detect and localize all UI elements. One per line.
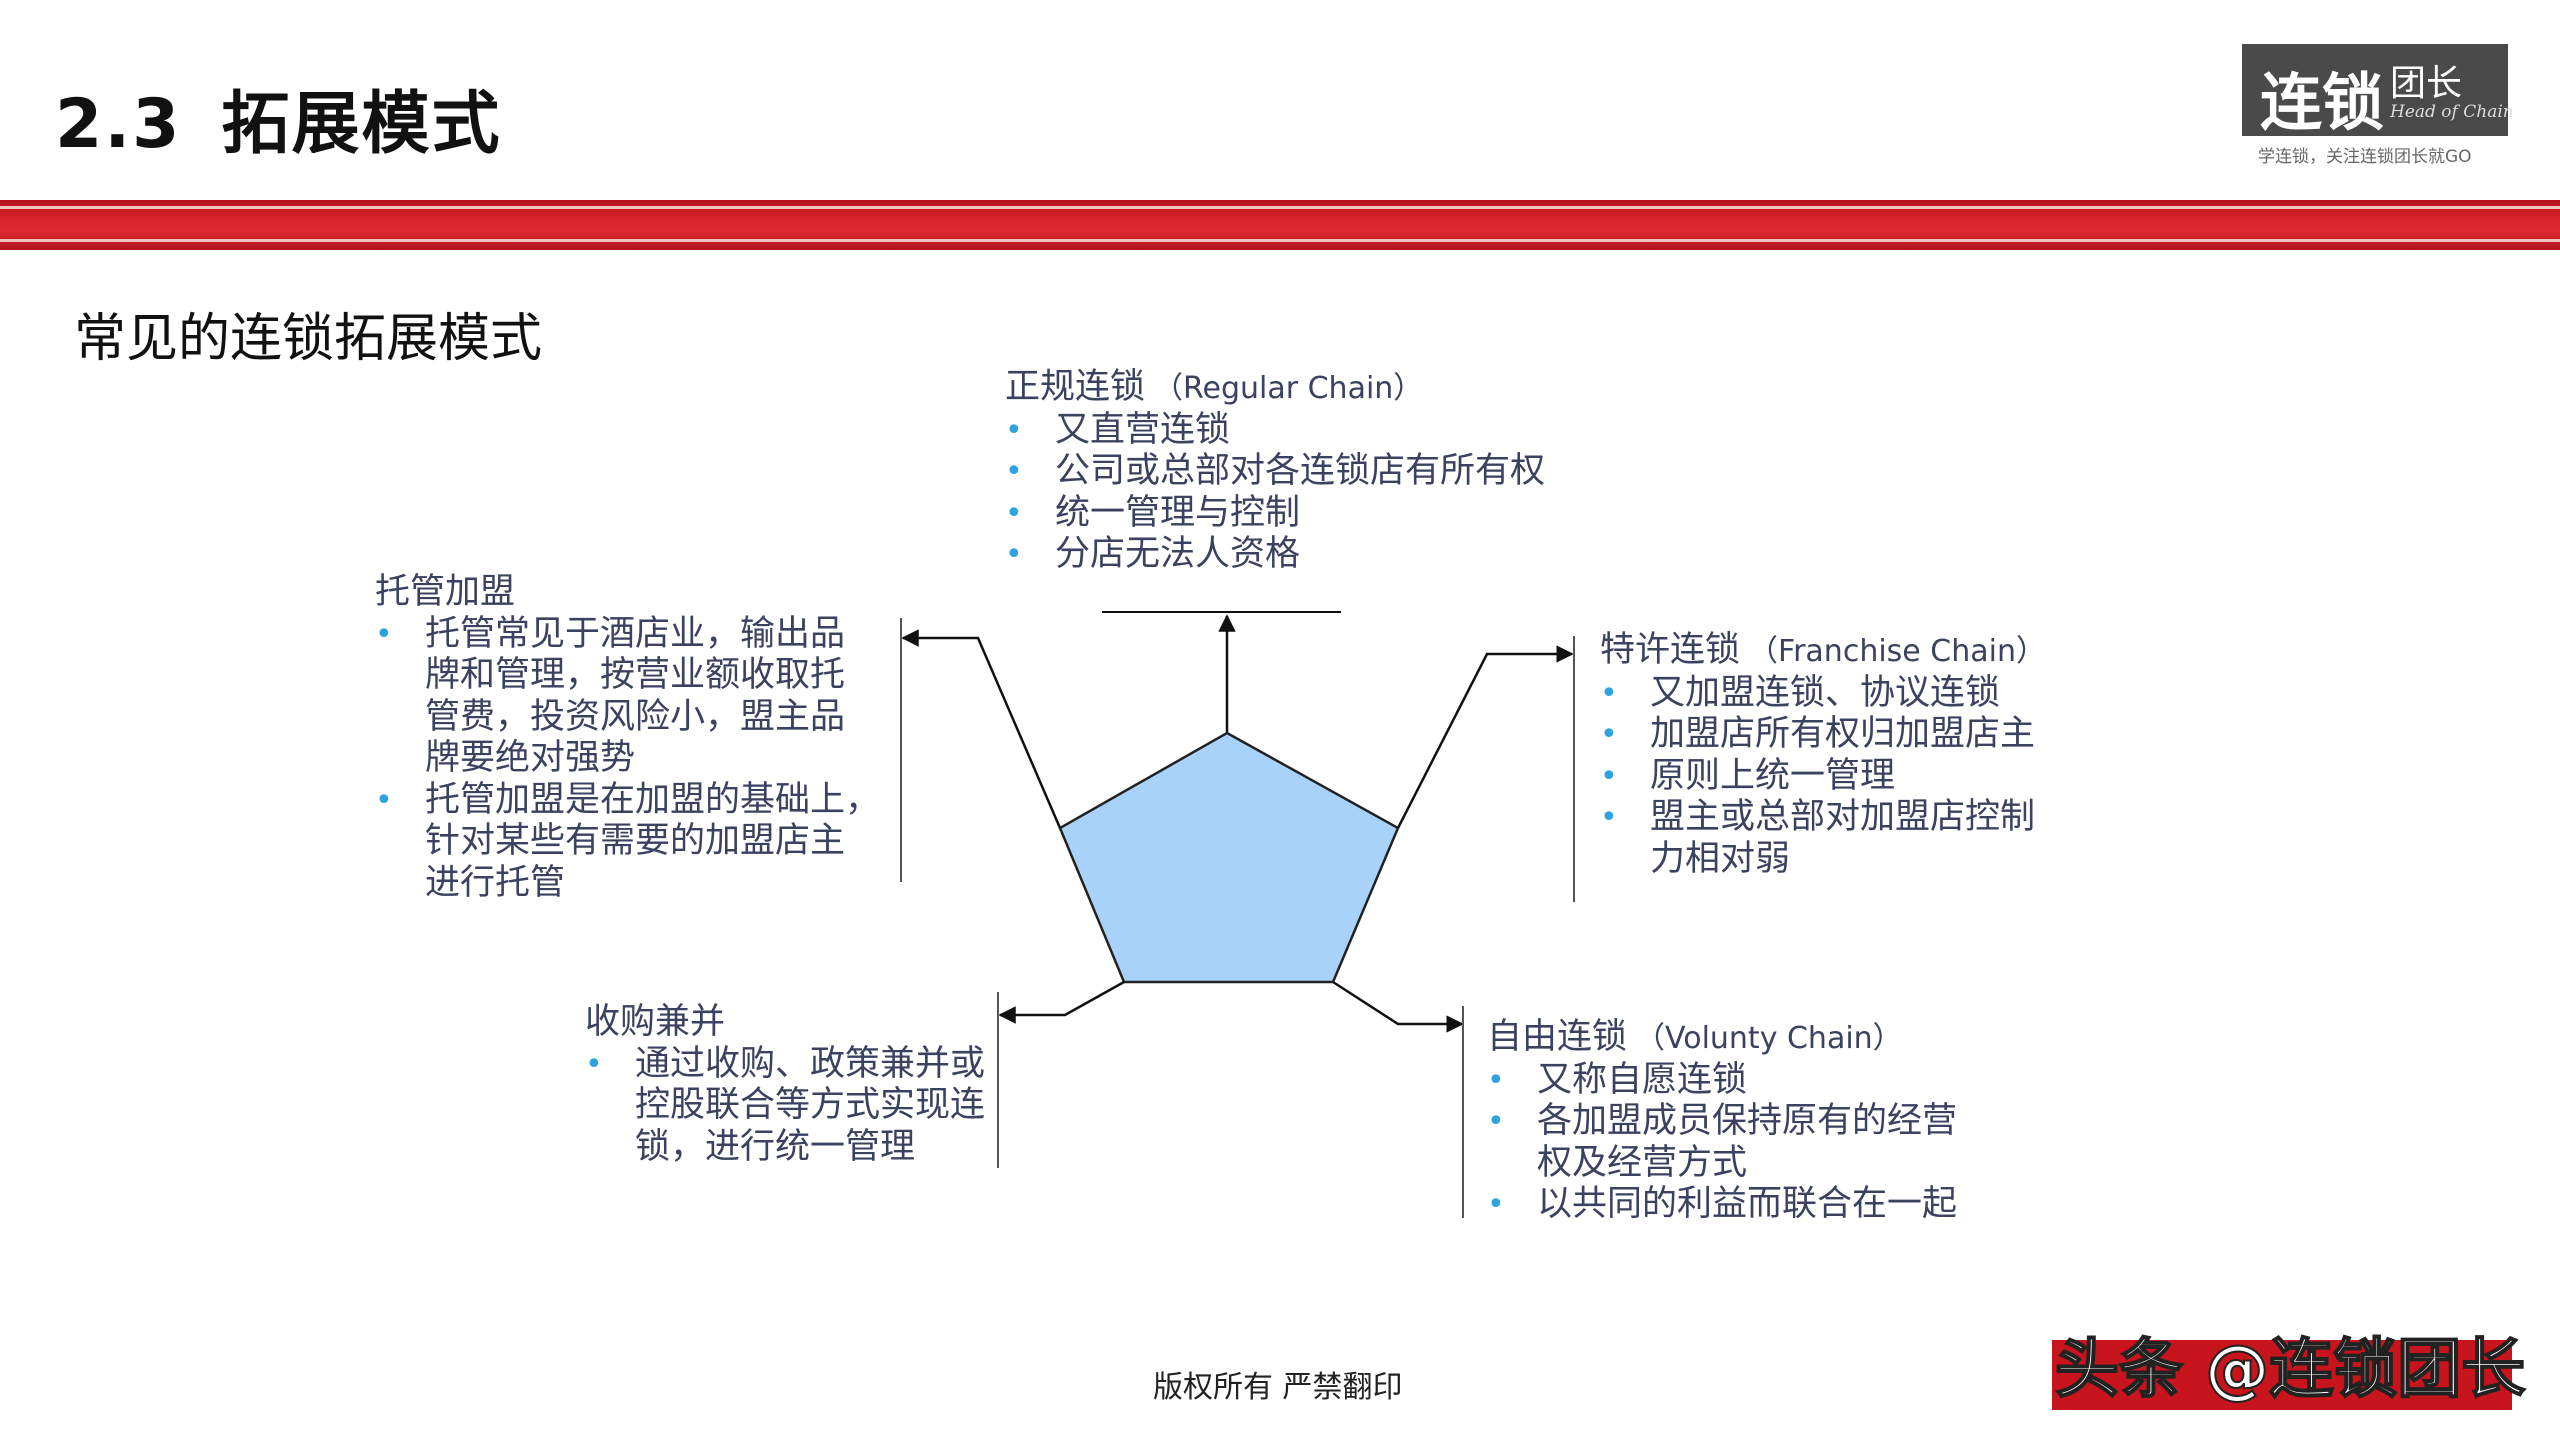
list-line: 牌和管理，按营业额收取托 [425,655,846,695]
regular-title-en: （Regular Chain） [1153,371,1424,406]
franchise-title-cn: 特许连锁 [1600,630,1741,670]
acquisition-block: 收购兼并 通过收购、政策兼并或 控股联合等方式实现连 锁，进行统一管理 [585,1002,985,1168]
list-line: 力相对弱 [1650,838,1791,879]
logo-side-text: 团长 [2390,63,2463,104]
voluntary-title-cn: 自由连锁 [1487,1017,1628,1057]
platform-watermark: 头条 @连锁团长 [2054,1332,2526,1408]
list-item: 托管常见于酒店业，输出品 牌和管理，按营业额收取托 管费，投资风险小，盟主品 牌… [375,614,880,780]
list-line: 加盟店所有权归加盟店主 [1650,714,2036,754]
list-line: 针对某些有需要的加盟店主 [425,821,846,861]
list-line: 托管常见于酒店业，输出品 [425,613,846,654]
list-item: 统一管理与控制 [1005,493,1545,535]
voluntary-chain-block: 自由连锁（Volunty Chain） 又称自愿连锁 各加盟成员保持原有的经营 … [1487,1017,1957,1226]
section-heading: 常见的连锁拓展模式 [74,309,543,369]
list-item: 各加盟成员保持原有的经营 权及经营方式 [1487,1101,1957,1184]
arrow-voluntary [1332,980,1464,1033]
franchise-bar [1573,636,1575,902]
voluntary-list: 又称自愿连锁 各加盟成员保持原有的经营 权及经营方式 以共同的利益而联合在一起 [1487,1060,1957,1226]
list-item: 分店无法人资格 [1005,534,1545,576]
regular-chain-block: 正规连锁（Regular Chain） 又直营连锁 公司或总部对各连锁店有所有权… [1005,367,1545,576]
arrow-managed [901,629,1062,829]
voluntary-bar [1462,1006,1464,1218]
list-line: 托管加盟是在加盟的基础上， [425,779,881,820]
acquisition-bar [997,992,999,1168]
list-line: 控股联合等方式实现连 [635,1085,986,1125]
list-line: 管费，投资风险小，盟主品 [425,696,846,737]
list-item: 公司或总部对各连锁店有所有权 [1005,451,1545,493]
franchise-chain-title: 特许连锁（Franchise Chain） [1600,630,2046,673]
watermark-band [2052,1340,2512,1410]
regular-title-cn: 正规连锁 [1005,367,1146,407]
list-line: 锁，进行统一管理 [635,1126,916,1167]
franchise-title-en: （Franchise Chain） [1748,634,2046,669]
list-line: 通过收购、政策兼并或 [635,1043,986,1084]
list-item: 又称自愿连锁 [1487,1060,1957,1102]
list-line: 盟主或总部对加盟店控制 [1650,797,2036,837]
acquisition-title: 收购兼并 [585,1002,726,1042]
list-item: 又加盟连锁、协议连锁 [1600,673,2046,715]
regular-chain-list: 又直营连锁 公司或总部对各连锁店有所有权 统一管理与控制 分店无法人资格 [1005,410,1545,576]
managed-title: 托管加盟 [375,572,516,612]
arrow-franchise [1396,645,1574,829]
list-line: 又称自愿连锁 [1537,1059,1748,1100]
list-item: 加盟店所有权归加盟店主 [1600,714,2046,756]
managed-list: 托管常见于酒店业，输出品 牌和管理，按营业额收取托 管费，投资风险小，盟主品 牌… [375,614,880,905]
list-item: 原则上统一管理 [1600,756,2046,798]
pentagon-shape [1058,731,1400,984]
arrow-acquisition [998,980,1125,1024]
franchise-chain-block: 特许连锁（Franchise Chain） 又加盟连锁、协议连锁 加盟店所有权归… [1600,630,2046,880]
logo-main-text: 连锁 [2260,66,2385,139]
brand-logo: 连锁 团长 Head of Chain [2242,44,2514,139]
list-item: 以共同的利益而联合在一起 [1487,1184,1957,1226]
list-line: 牌要绝对强势 [425,738,636,778]
voluntary-title-en: （Volunty Chain） [1635,1021,1903,1056]
header-red-band [0,200,2560,250]
band-line-top [0,206,2560,209]
section-number: 2.3 [55,85,182,164]
slide-title: 2.3 拓展模式 [55,68,501,167]
list-line: 又加盟连锁、协议连锁 [1650,672,2001,713]
acquisition-list: 通过收购、政策兼并或 控股联合等方式实现连 锁，进行统一管理 [585,1044,985,1169]
logo-english-text: Head of Chain [2390,102,2514,122]
franchise-list: 又加盟连锁、协议连锁 加盟店所有权归加盟店主 原则上统一管理 盟主或总部对加盟店… [1600,673,2046,881]
band-line-bottom [0,239,2560,242]
list-item: 通过收购、政策兼并或 控股联合等方式实现连 锁，进行统一管理 [585,1044,985,1169]
managed-franchise-block: 托管加盟 托管常见于酒店业，输出品 牌和管理，按营业额收取托 管费，投资风险小，… [375,572,880,904]
list-line: 各加盟成员保持原有的经营 [1537,1101,1958,1141]
list-item: 托管加盟是在加盟的基础上， 针对某些有需要的加盟店主 进行托管 [375,780,880,905]
list-line: 权及经营方式 [1537,1142,1748,1183]
regular-chain-title: 正规连锁（Regular Chain） [1005,367,1545,410]
managed-bar [900,618,902,882]
title-text: 拓展模式 [221,85,502,164]
copyright-footer: 版权所有 严禁翻印 [1153,1370,1403,1405]
voluntary-chain-title: 自由连锁（Volunty Chain） [1487,1017,1957,1060]
logo-tagline: 学连锁，关注连锁团长就GO [2258,147,2472,167]
list-item: 又直营连锁 [1005,410,1545,452]
list-line: 原则上统一管理 [1650,755,1896,796]
list-item: 盟主或总部对加盟店控制 力相对弱 [1600,797,2046,880]
list-line: 以共同的利益而联合在一起 [1537,1184,1958,1224]
list-line: 进行托管 [425,862,566,903]
